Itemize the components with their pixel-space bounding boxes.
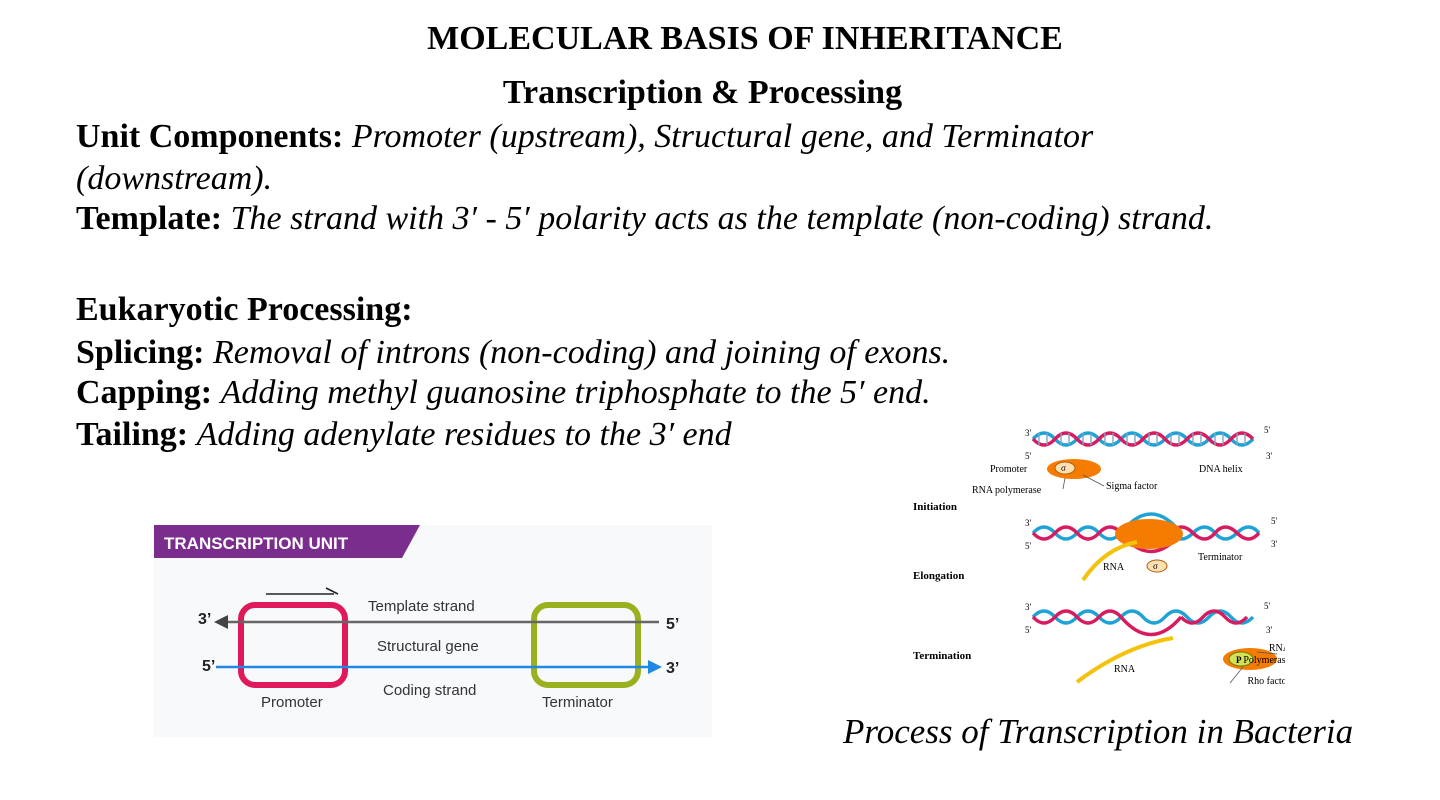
sigma-symbol-released: σ — [1153, 561, 1158, 571]
splicing-label: Splicing: — [76, 334, 205, 371]
rna-transcript-elongation — [1081, 540, 1138, 582]
page-title: MOLECULAR BASIS OF INHERITANCE — [427, 20, 1063, 57]
dna-strand-bottom-initiation — [1031, 431, 1255, 447]
promoter-box — [238, 602, 348, 688]
terminator-label: Terminator — [542, 694, 613, 711]
template-label: Template: — [76, 200, 223, 237]
rna-polymerase-text-2a: RNA — [1269, 643, 1285, 654]
template-strand-label: Template strand — [368, 598, 475, 615]
termination-label: Termination — [913, 650, 971, 662]
capping-label: Capping: — [76, 374, 213, 411]
rna-text-termination: RNA — [1114, 664, 1136, 675]
sigma-factor-released — [1146, 559, 1168, 573]
elong-end-3-left: 3' — [1025, 518, 1032, 528]
transcription-unit-figure: TRANSCRIPTION UNIT 3’ 5’ 5’ 3’ Template … — [154, 525, 712, 737]
coding-strand-label: Coding strand — [383, 682, 476, 699]
sigma-factor-initiation — [1054, 461, 1076, 475]
tailing-text: Adding adenylate residues to the 3′ end — [196, 416, 732, 453]
splicing-text: Removal of introns (non-coding) and join… — [212, 334, 951, 371]
rna-polymerase-text-2b: Polymerase — [1243, 655, 1285, 666]
terminator-text: Terminator — [1198, 552, 1243, 563]
initiation-label: Initiation — [913, 501, 957, 513]
template-right-end: 5’ — [666, 616, 679, 633]
rna-text-elongation: RNA — [1103, 562, 1125, 573]
capping-text: Adding methyl guanosine triphosphate to … — [220, 374, 931, 411]
unit-components-line: Unit Components: Promoter (upstream), St… — [76, 117, 1093, 157]
page-subtitle: Transcription & Processing — [502, 74, 903, 111]
tailing-label: Tailing: — [76, 416, 189, 453]
term-end-5-right: 5' — [1264, 601, 1271, 611]
term-end-5-left: 5' — [1025, 625, 1032, 635]
tailing-line: Tailing: Adding adenylate residues to th… — [76, 415, 732, 455]
banner — [154, 525, 420, 558]
coding-left-end: 5’ — [202, 658, 215, 675]
capping-line: Capping: Adding methyl guanosine triphos… — [76, 373, 931, 413]
figure-background — [154, 525, 712, 737]
rna-polymerase-text: RNA polymerase — [972, 485, 1042, 496]
template-arrowhead — [214, 615, 228, 629]
dna-strand-bottom-termination — [1031, 609, 1249, 625]
terminator-box — [531, 602, 641, 688]
template-text: The strand with 3′ - 5′ polarity acts as… — [230, 200, 1214, 237]
rna-polymerase-pointer-2 — [1256, 651, 1278, 655]
unit-components-text-2: (downstream). — [76, 160, 273, 197]
promoter-text: Promoter — [990, 464, 1028, 475]
rho-factor-text: Rho factor — [1248, 676, 1286, 687]
template-line: Template: The strand with 3′ - 5′ polari… — [76, 199, 1213, 239]
base-pairs-initiation — [1038, 433, 1246, 445]
rho-symbol: P — [1236, 655, 1242, 665]
sigma-factor-pointer — [1082, 474, 1105, 487]
eukaryotic-heading: Eukaryotic Processing: — [76, 290, 413, 330]
unit-components-text: Promoter (upstream), Structural gene, an… — [351, 118, 1094, 155]
direction-arrowhead — [325, 587, 339, 595]
rna-transcript-termination — [1075, 636, 1174, 684]
dna-helix-text: DNA helix — [1199, 464, 1243, 475]
structural-gene-label: Structural gene — [377, 638, 479, 655]
term-end-3-right: 3' — [1266, 625, 1273, 635]
init-end-5-right: 5' — [1264, 425, 1271, 435]
rho-factor-pointer — [1229, 666, 1244, 684]
coding-arrowhead — [648, 660, 662, 674]
banner-text: TRANSCRIPTION UNIT — [164, 534, 349, 553]
template-left-end: 3’ — [198, 611, 211, 628]
init-end-5-left: 5' — [1025, 451, 1032, 461]
rho-factor — [1228, 651, 1254, 667]
term-end-3-left: 3' — [1025, 602, 1032, 612]
bacteria-transcription-figure: 3' 5' 5' 3' σ Promoter RNA polymerase Si… — [913, 425, 1286, 687]
sigma-symbol-initiation: σ — [1061, 463, 1066, 473]
splicing-line: Splicing: Removal of introns (non-coding… — [76, 333, 950, 373]
init-end-3-right: 3' — [1266, 451, 1273, 461]
promoter-label: Promoter — [261, 694, 323, 711]
bubble-bottom-termination — [1119, 615, 1183, 637]
coding-right-end: 3’ — [666, 660, 679, 677]
eukaryotic-heading-text: Eukaryotic Processing: — [76, 291, 413, 328]
elong-end-3-right: 3' — [1271, 539, 1278, 549]
elong-end-5-right: 5' — [1271, 516, 1278, 526]
init-end-3-left: 3' — [1025, 428, 1032, 438]
elong-end-5-left: 5' — [1025, 541, 1032, 551]
rna-polymerase-pointer — [1062, 477, 1066, 490]
unit-components-label: Unit Components: — [76, 118, 344, 155]
sigma-factor-text: Sigma factor — [1106, 481, 1158, 492]
elongation-label: Elongation — [913, 570, 964, 582]
unit-components-line-2: (downstream). — [76, 159, 272, 199]
bacteria-figure-caption: Process of Transcription in Bacteria — [843, 712, 1354, 751]
